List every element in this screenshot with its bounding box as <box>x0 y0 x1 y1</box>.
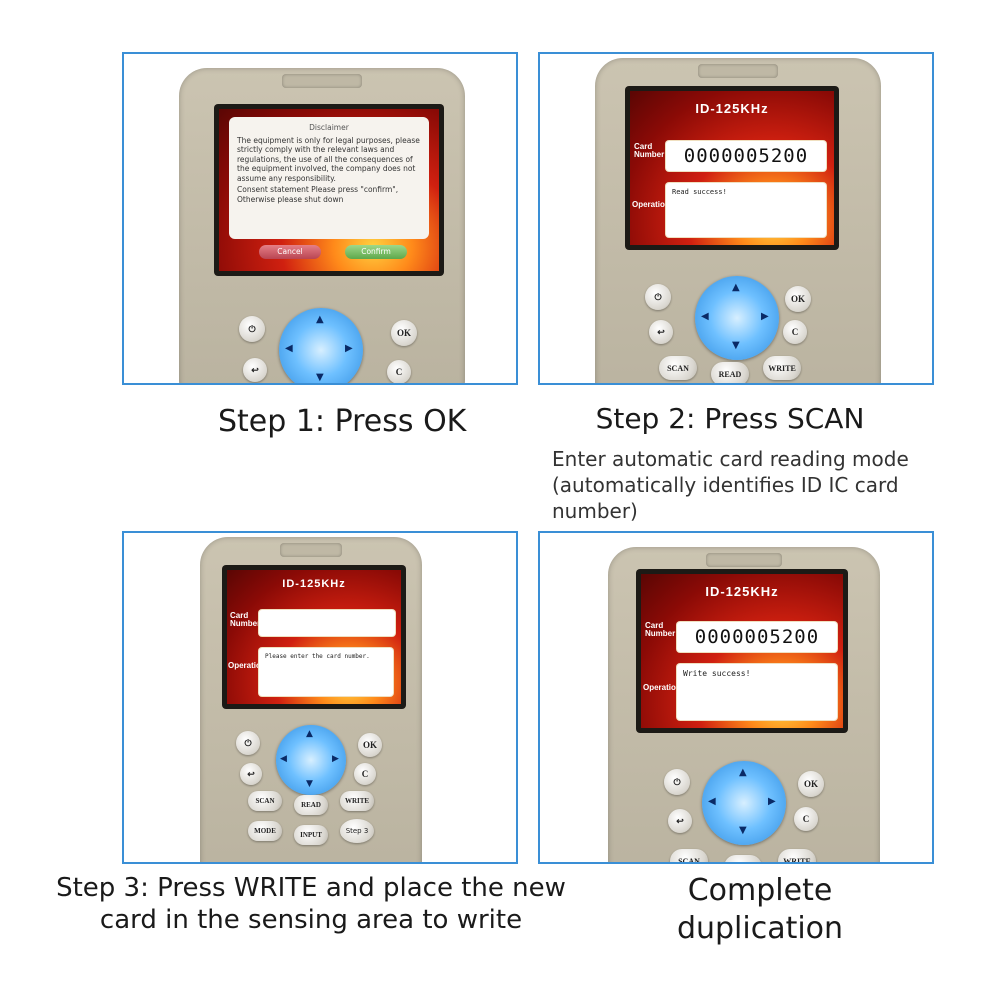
device-screen-bezel: ID-125KHz Card Number 0000005200 Operati… <box>625 86 839 250</box>
mode-key[interactable]: MODE <box>248 821 282 841</box>
cancel-button[interactable]: Cancel <box>259 245 321 259</box>
power-key[interactable]: ⏻ <box>645 284 671 310</box>
direction-pad[interactable]: ▲ ▼ ◀ ▶ <box>279 308 363 383</box>
card-number-field <box>259 610 395 636</box>
power-key[interactable]: ⏻ <box>664 769 690 795</box>
card-number-label: Card Number <box>230 611 261 628</box>
arrow-up-icon[interactable]: ▲ <box>306 729 313 739</box>
clear-key[interactable]: C <box>783 320 807 344</box>
step-3-key[interactable]: Step 3 <box>340 819 374 843</box>
dialog-consent: Consent statement Please press "confirm"… <box>237 185 399 204</box>
device-screen-bezel: ID-125KHz Card Number Operation Please e… <box>222 565 406 709</box>
read-key[interactable]: READ <box>724 855 762 862</box>
dialog-title: Disclaimer <box>309 123 349 132</box>
operation-label: Operation <box>632 200 670 209</box>
read-key[interactable]: READ <box>294 795 328 815</box>
card-number-field: 0000005200 <box>666 141 826 171</box>
card-number-label: Card Number <box>645 621 676 638</box>
arrow-left-icon[interactable]: ◀ <box>701 311 709 322</box>
rfid-duplicator-device: ID-125KHz Card Number 0000005200 Operati… <box>608 547 880 862</box>
arrow-left-icon[interactable]: ◀ <box>280 754 287 764</box>
complete-photo: ID-125KHz Card Number 0000005200 Operati… <box>538 531 934 864</box>
device-screen-bezel: ID-125KHz Card Number 0000005200 Operati… <box>636 569 848 733</box>
card-number-label: Card Number <box>634 142 665 159</box>
operation-message: Read success! <box>666 183 826 237</box>
write-key[interactable]: WRITE <box>763 356 801 380</box>
ok-key[interactable]: OK <box>358 733 382 757</box>
arrow-down-icon[interactable]: ▼ <box>316 372 324 383</box>
card-number-field: 0000005200 <box>677 622 837 652</box>
step-2-photo: ID-125KHz Card Number 0000005200 Operati… <box>538 52 934 385</box>
direction-pad[interactable]: ▲ ▼ ◀ ▶ <box>695 276 779 360</box>
power-key[interactable]: ⏻ <box>239 316 265 342</box>
operation-label: Operation <box>643 683 681 692</box>
step-1-photo: Disclaimer The equipment is only for leg… <box>122 52 518 385</box>
device-screen-bezel: Disclaimer The equipment is only for leg… <box>214 104 444 276</box>
disclaimer-dialog: Disclaimer The equipment is only for leg… <box>229 117 429 239</box>
direction-pad[interactable]: ▲ ▼ ◀ ▶ <box>276 725 346 795</box>
direction-pad[interactable]: ▲ ▼ ◀ ▶ <box>702 761 786 845</box>
step-3-photo: ID-125KHz Card Number Operation Please e… <box>122 531 518 864</box>
confirm-button[interactable]: Confirm <box>345 245 407 259</box>
arrow-down-icon[interactable]: ▼ <box>732 340 740 351</box>
read-key[interactable]: READ <box>711 362 749 383</box>
screen-title: ID-125KHz <box>282 578 346 590</box>
back-key[interactable]: ↩ <box>243 358 267 382</box>
operation-message: Please enter the card number. <box>259 648 393 696</box>
arrow-down-icon[interactable]: ▼ <box>739 825 747 836</box>
rfid-duplicator-device: ID-125KHz Card Number Operation Please e… <box>200 537 422 862</box>
arrow-down-icon[interactable]: ▼ <box>306 779 313 789</box>
arrow-left-icon[interactable]: ◀ <box>285 343 293 354</box>
scan-key[interactable]: SCAN <box>659 356 697 380</box>
operation-label: Operation <box>228 661 266 670</box>
arrow-left-icon[interactable]: ◀ <box>708 796 716 807</box>
arrow-right-icon[interactable]: ▶ <box>761 311 769 322</box>
arrow-up-icon[interactable]: ▲ <box>732 282 740 293</box>
input-key[interactable]: INPUT <box>294 825 328 845</box>
step-2-subcaption: Enter automatic card reading mode (autom… <box>552 447 909 523</box>
arrow-right-icon[interactable]: ▶ <box>768 796 776 807</box>
scan-key[interactable]: SCAN <box>248 791 282 811</box>
device-screen: ID-125KHz Card Number 0000005200 Operati… <box>630 91 834 245</box>
clear-key[interactable]: C <box>354 763 376 785</box>
ok-key[interactable]: OK <box>391 320 417 346</box>
scan-key[interactable]: SCAN <box>670 849 708 862</box>
operation-message: Write success! <box>677 664 837 720</box>
step-3-caption: Step 3: Press WRITE and place the new ca… <box>56 873 566 935</box>
dialog-body: The equipment is only for legal purposes… <box>237 135 420 183</box>
device-screen: ID-125KHz Card Number Operation Please e… <box>227 570 401 704</box>
complete-caption: Complete duplication <box>676 873 844 946</box>
ok-key[interactable]: OK <box>785 286 811 312</box>
clear-key[interactable]: C <box>794 807 818 831</box>
device-screen: Disclaimer The equipment is only for leg… <box>219 109 439 271</box>
clear-key[interactable]: C <box>387 360 411 383</box>
screen-title: ID-125KHz <box>705 584 779 599</box>
rfid-duplicator-device: ID-125KHz Card Number 0000005200 Operati… <box>595 58 881 383</box>
screen-title: ID-125KHz <box>695 101 769 116</box>
ok-key[interactable]: OK <box>798 771 824 797</box>
back-key[interactable]: ↩ <box>240 763 262 785</box>
device-screen: ID-125KHz Card Number 0000005200 Operati… <box>641 574 843 728</box>
step-2-caption: Step 2: Press SCAN <box>595 402 865 435</box>
write-key[interactable]: WRITE <box>340 791 374 811</box>
rfid-duplicator-device: Disclaimer The equipment is only for leg… <box>179 68 465 383</box>
back-key[interactable]: ↩ <box>668 809 692 833</box>
arrow-up-icon[interactable]: ▲ <box>316 314 324 325</box>
write-key[interactable]: WRITE <box>778 849 816 862</box>
arrow-up-icon[interactable]: ▲ <box>739 767 747 778</box>
power-key[interactable]: ⏻ <box>236 731 260 755</box>
step-1-caption: Step 1: Press OK <box>218 404 467 439</box>
arrow-right-icon[interactable]: ▶ <box>345 343 353 354</box>
arrow-right-icon[interactable]: ▶ <box>332 754 339 764</box>
back-key[interactable]: ↩ <box>649 320 673 344</box>
